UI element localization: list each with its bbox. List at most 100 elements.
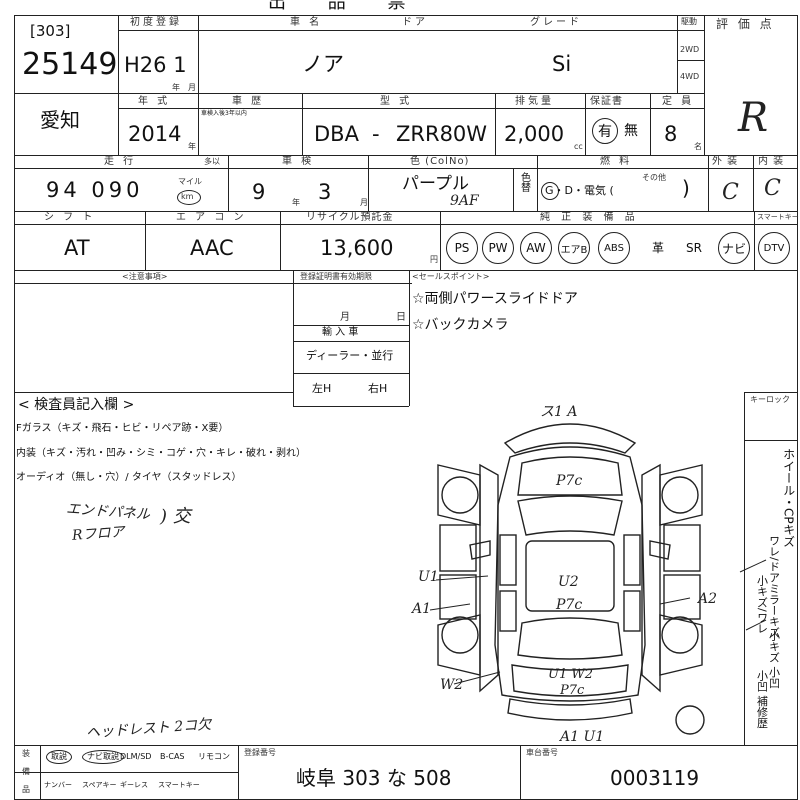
registration-label: 登録証明書有効期限 xyxy=(300,272,372,281)
interior-label: 内 装 xyxy=(758,156,785,167)
chassis-label: 車台番号 xyxy=(526,748,558,757)
keyless-label: キーロック xyxy=(750,395,790,404)
first-reg-value: H26 1 xyxy=(124,53,187,77)
registration-month-unit: 月 xyxy=(340,312,350,323)
vline xyxy=(293,270,294,406)
warranty-yes-circle: 有 xyxy=(592,118,618,144)
footer-option: ナビ取説 xyxy=(82,750,124,764)
front-bumper xyxy=(503,423,637,454)
import-label: 輸 入 車 xyxy=(322,327,359,338)
diagram-mark-w2-left: W2 xyxy=(440,677,464,693)
color-change-label: 色替 xyxy=(518,172,530,192)
mileage-extra-label: 多以 xyxy=(204,157,220,166)
rating-label: 評 価 点 xyxy=(716,17,775,31)
right-front-door-panel xyxy=(663,524,701,572)
footer-option: ナンバー xyxy=(44,781,72,789)
hline xyxy=(14,745,798,746)
shift-label: シ フ ト xyxy=(44,212,96,223)
diagram-mark-a2-right: A2 xyxy=(698,591,718,607)
hline xyxy=(293,341,409,342)
drive-4wd: 4WD xyxy=(680,72,700,81)
right-door-rear xyxy=(623,590,641,632)
color-label: 色 (ColNo) xyxy=(410,156,470,167)
vline xyxy=(585,93,586,155)
left-front-door-panel xyxy=(439,524,477,572)
history-label: 車 歴 xyxy=(232,96,265,107)
vline xyxy=(145,211,146,270)
history-sub: 車検入後3年以内 xyxy=(201,110,247,117)
footer-options-label-2: 備 xyxy=(22,767,30,776)
sheet-title: 出 品 票 xyxy=(268,0,424,13)
recycle-label: リサイクル預託金 xyxy=(306,212,394,223)
footer-option: 取説 xyxy=(46,750,72,764)
vline xyxy=(677,15,678,93)
left-front-fender xyxy=(437,464,481,526)
vline xyxy=(650,93,651,155)
legend-item: ワレ/ドアミラーキズ xyxy=(767,535,781,638)
equipment-item: SR xyxy=(686,241,702,255)
inspector-hand3: ) 交 xyxy=(160,506,191,527)
left-mirror xyxy=(469,540,491,560)
equipment-item: ABS xyxy=(598,232,630,264)
hline xyxy=(14,168,798,169)
plate-label: 登録番号 xyxy=(244,748,276,757)
footer-option: リモコン xyxy=(198,752,230,761)
import-left: 左H xyxy=(312,382,332,395)
right-front-fender xyxy=(659,464,703,526)
lot-label: [303] xyxy=(30,22,71,40)
hline xyxy=(14,283,412,284)
equipment-item: ナビ xyxy=(718,232,750,264)
diagram-mark-a1u1: A1 U1 xyxy=(560,729,605,745)
vline xyxy=(520,745,521,800)
vline xyxy=(440,211,441,270)
shift-value: AT xyxy=(64,236,90,260)
aircon-label: エ ア コ ン xyxy=(176,212,247,223)
left-rear-door-panel xyxy=(439,574,477,620)
hline xyxy=(14,211,798,212)
color-value: パープル xyxy=(402,174,469,194)
hline xyxy=(14,224,798,225)
vline xyxy=(238,745,239,800)
footer-option: DLM/SD xyxy=(120,752,152,761)
diagram-mark-p7c-mid: P7c xyxy=(556,597,583,613)
hline xyxy=(293,406,409,407)
exterior-value: C xyxy=(722,180,739,205)
vline xyxy=(744,392,745,745)
displacement-label: 排気量 xyxy=(515,96,554,107)
region-value: 愛知 xyxy=(40,108,80,132)
right-door-front xyxy=(623,534,641,586)
drive-label: 駆動 xyxy=(681,17,697,26)
car-name-label: 車 名 xyxy=(290,17,323,28)
warranty-yes: 有 xyxy=(598,124,612,140)
import-right: 右H xyxy=(368,382,388,395)
inspector-line3: オーディオ（無し・穴）/ タイヤ（スタッドレス） xyxy=(16,472,242,483)
footer-options-label-1: 装 xyxy=(22,749,30,758)
equipment-item: PW xyxy=(482,232,514,264)
right-rear-door-panel xyxy=(663,574,701,620)
vline xyxy=(368,155,369,211)
hline xyxy=(744,392,798,393)
legend-item: 小キズ 小凹 xyxy=(767,630,781,689)
equipment-item: エアB xyxy=(558,232,590,264)
left-door-front xyxy=(499,534,517,586)
notes-label: <注意事項> xyxy=(122,272,168,281)
car-diagram xyxy=(437,423,705,735)
wheel-front-right xyxy=(661,476,699,514)
model-type-dash: - xyxy=(372,122,380,146)
hline xyxy=(677,60,704,61)
vline xyxy=(495,93,496,155)
vline xyxy=(409,270,410,406)
inspection-label: 車 検 xyxy=(282,156,315,167)
equipment-item: DTV xyxy=(758,232,790,264)
vline xyxy=(754,211,755,270)
vline xyxy=(753,155,754,211)
hline xyxy=(118,30,704,31)
fuel-label: 燃 料 xyxy=(600,156,633,167)
rear-bumper xyxy=(507,698,633,721)
interior-value: C xyxy=(764,176,781,201)
chassis-value: 0003119 xyxy=(610,766,700,790)
warranty-label: 保証書 xyxy=(590,96,623,107)
fuel-value: G・D・電気 ( xyxy=(545,184,614,197)
hline xyxy=(293,325,409,326)
